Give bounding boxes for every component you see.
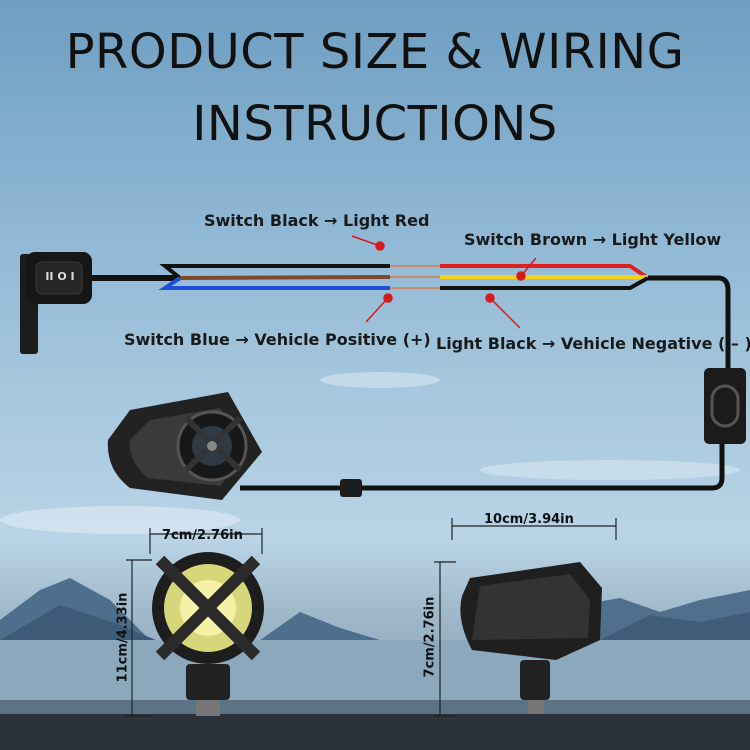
rocker-switch [20, 252, 92, 354]
red-wire [440, 264, 650, 280]
inline-switch-box [704, 368, 746, 444]
dimension-side-length: 10cm/3.94in [484, 512, 574, 527]
pointer-dot-light-black [485, 293, 495, 303]
dimension-lines [126, 518, 617, 717]
light-cable [648, 275, 731, 368]
blue-wire [158, 276, 390, 290]
page-title-line1: PRODUCT SIZE & WIRING [65, 24, 685, 80]
fog-light-side-view [460, 562, 602, 714]
light-black-wire [440, 276, 649, 290]
cable-connector [340, 479, 362, 497]
dimension-front-height: 11cm/4.33in [115, 592, 131, 683]
brown-wire [179, 275, 391, 280]
dimension-side-height: 7cm/2.76in [422, 596, 438, 678]
black-wire [159, 264, 390, 280]
label-switch-black: Switch Black → Light Red [204, 211, 430, 230]
dimension-front-width: 7cm/2.76in [162, 528, 243, 543]
pointer-dot-brown [516, 271, 526, 281]
pointer-dot-blue [383, 293, 393, 303]
switch-symbol: II O I [45, 270, 75, 283]
fog-light-front-view [152, 552, 264, 716]
label-light-black: Light Black → Vehicle Negative ( – ) [436, 334, 750, 353]
fog-light-main [107, 392, 262, 500]
label-switch-blue: Switch Blue → Vehicle Positive (+) [124, 330, 431, 349]
page-title-line2: INSTRUCTIONS [192, 96, 558, 152]
label-switch-brown: Switch Brown → Light Yellow [464, 230, 722, 249]
pointer-dot-black [375, 241, 385, 251]
